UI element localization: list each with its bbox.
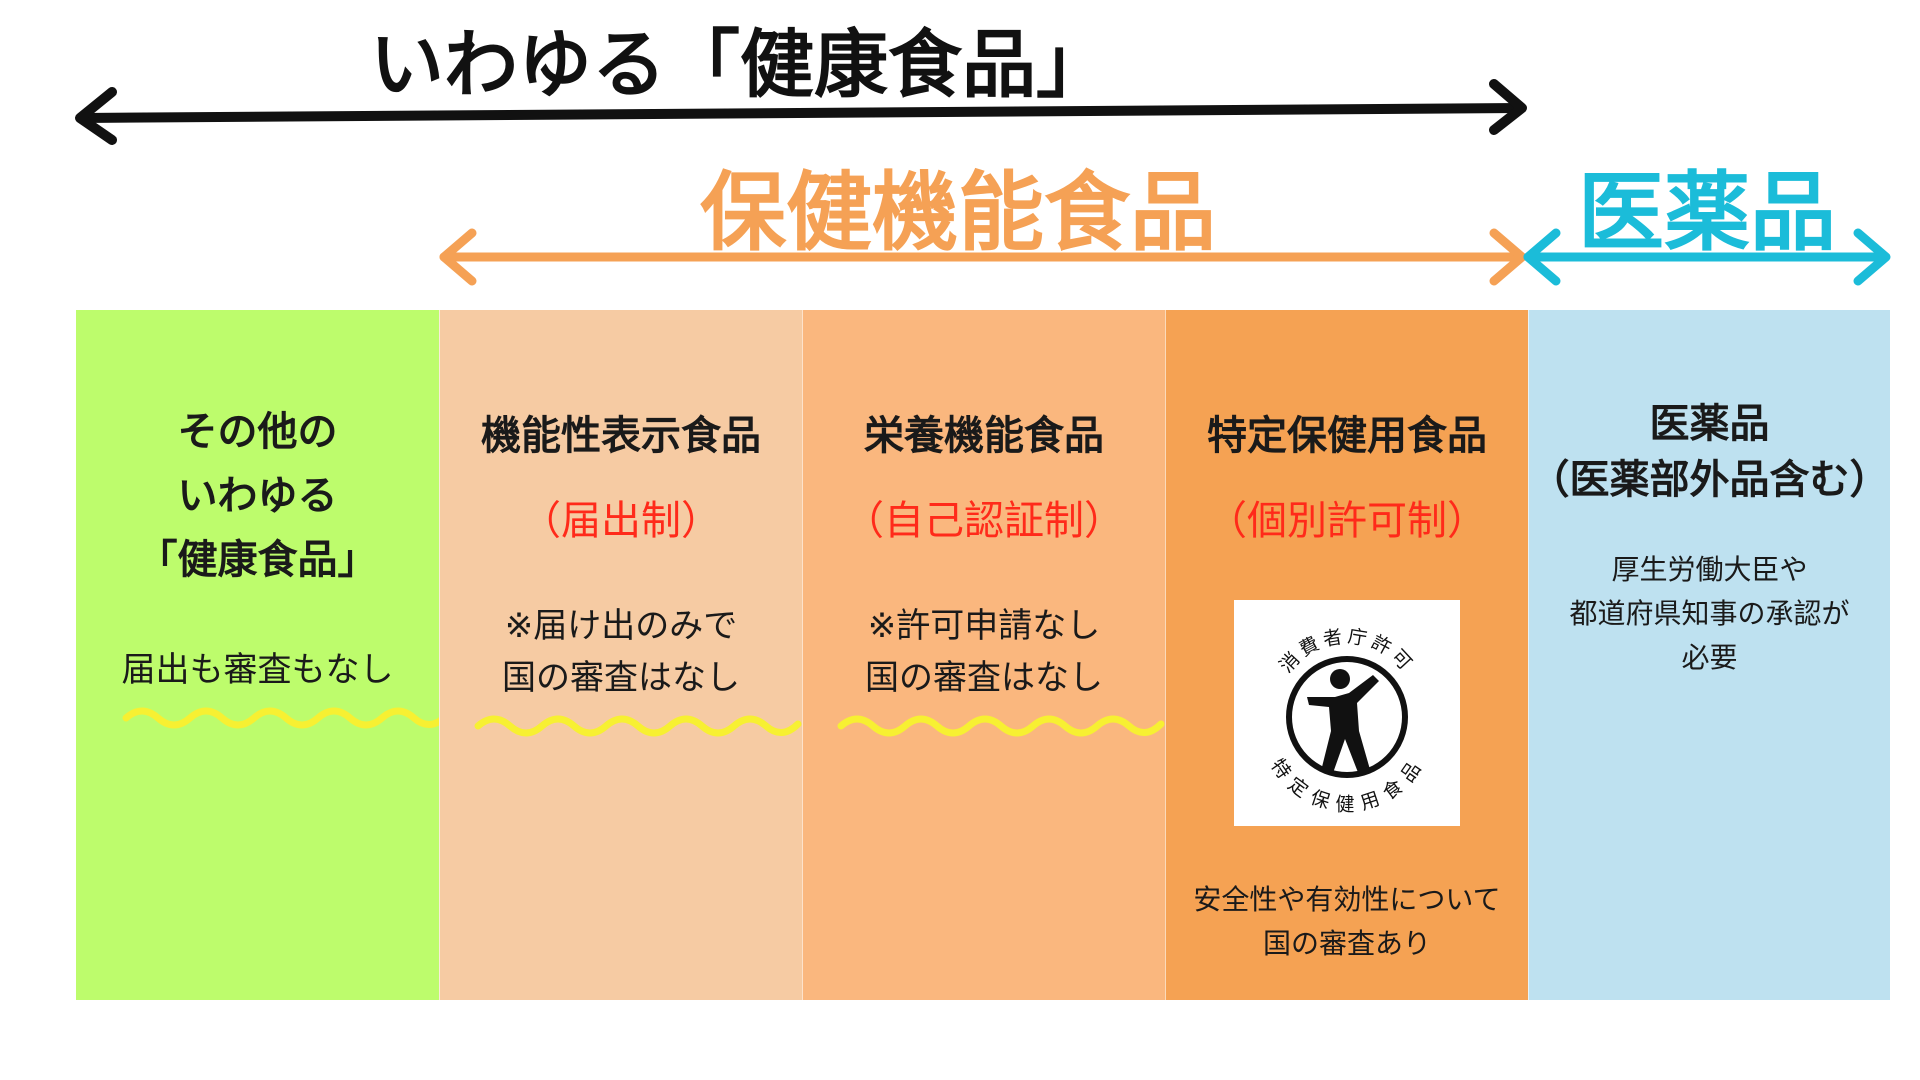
title-line: （医薬部外品含む） [1529, 457, 1890, 503]
desc-line: 安全性や有効性について [1193, 883, 1501, 916]
column-title: 栄養機能食品 [864, 413, 1104, 459]
tokuho-logo: 消費者庁許可 特定保健用食品 [1234, 600, 1460, 826]
highlight-squiggle [474, 715, 802, 737]
column-title: 特定保健用食品 [1207, 413, 1487, 459]
category-columns: その他の いわゆる 「健康食品」 届出も審査もなし 機能性表示食品 （届出制） … [76, 310, 1890, 1000]
title-line: いわゆる [177, 473, 338, 519]
top-double-arrow [75, 79, 1527, 145]
logo-bottom-text: 特定保健用食品 [1266, 755, 1428, 813]
desc-line: 都道府県知事の承認が [1569, 597, 1850, 630]
note-line: 国の審査はなし [865, 658, 1103, 698]
desc-line: 厚生労働大臣や [1611, 553, 1808, 586]
column-note: ※届け出のみで 国の審査はなし [474, 600, 802, 737]
desc-line: 国の審査あり [1262, 927, 1431, 960]
note-line: ※届け出のみで [504, 606, 738, 646]
title-line: 医薬品 [1649, 401, 1770, 447]
column-eiyou-kinou: 栄養機能食品 （自己認証制） ※許可申請なし 国の審査はなし [802, 310, 1165, 1000]
hoken-kinou-title: 保健機能食品 [700, 163, 1216, 263]
arrows-layer [75, 79, 1891, 286]
title-line: 「健康食品」 [137, 537, 378, 583]
column-tokutei-hoken: 特定保健用食品 （個別許可制） 消費者庁許可 特定保健用食品 [1165, 310, 1528, 1000]
column-kinousei-hyouji: 機能性表示食品 （届出制） ※届け出のみで 国の審査はなし [439, 310, 802, 1000]
column-system: （個別許可制） [1207, 498, 1487, 544]
highlight-squiggle [122, 707, 449, 729]
logo-top-text: 消費者庁許可 [1275, 625, 1418, 677]
healthfood-title: いわゆる「健康食品」 [370, 22, 1110, 108]
column-other-healthfood: その他の いわゆる 「健康食品」 届出も審査もなし [76, 310, 449, 1000]
column-note: ※許可申請なし 国の審査はなし [837, 600, 1165, 737]
column-system: （届出制） [521, 498, 721, 544]
column-title: 医薬品 （医薬部外品含む） [1530, 396, 1890, 508]
hoken-double-arrow [439, 228, 1527, 286]
desc-line: 必要 [1681, 641, 1738, 674]
highlight-squiggle [837, 715, 1165, 737]
iyakuhin-title: 医薬品 [1578, 163, 1836, 263]
note-line: 届出も審査もなし [121, 650, 394, 690]
column-description: 安全性や有効性について 国の審査あり [1193, 878, 1500, 966]
iyaku-double-arrow [1523, 228, 1891, 286]
column-system: （自己認証制） [844, 498, 1124, 544]
column-iyakuhin: 医薬品 （医薬部外品含む） 厚生労働大臣や 都道府県知事の承認が 必要 [1528, 310, 1890, 1000]
tokuho-person-icon: 消費者庁許可 特定保健用食品 [1266, 625, 1428, 813]
note-line: ※許可申請なし [867, 606, 1101, 646]
note-line: 国の審査はなし [502, 658, 740, 698]
column-title: 機能性表示食品 [481, 413, 761, 459]
column-title: その他の いわゆる 「健康食品」 [138, 400, 378, 592]
column-description: 厚生労働大臣や 都道府県知事の承認が 必要 [1569, 548, 1849, 680]
column-note: 届出も審査もなし [121, 644, 449, 729]
title-line: その他の [177, 409, 338, 455]
